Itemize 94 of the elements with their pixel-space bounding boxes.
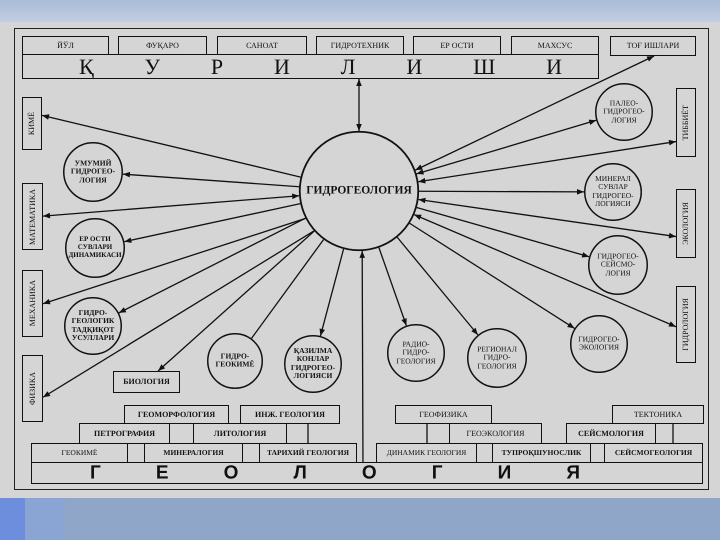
- category-label: ЛИТОЛОГИЯ: [214, 430, 266, 438]
- banner-box: [31, 462, 703, 484]
- arrow: [414, 55, 654, 171]
- arrow: [416, 120, 596, 175]
- category-box: [511, 36, 599, 55]
- connector-line: [307, 424, 309, 443]
- category-label: МАХСУС: [538, 42, 572, 50]
- category-label: ТОҒ ИШЛАРИ: [626, 42, 680, 50]
- category-label: ГЕОЭКОЛОГИЯ: [466, 430, 525, 438]
- subject-box: [22, 355, 43, 422]
- topic-circle: [584, 163, 642, 221]
- category-box: [259, 443, 357, 463]
- arrow: [118, 218, 306, 314]
- category-box: [395, 405, 492, 424]
- subject-box: [676, 286, 696, 363]
- category-box: [604, 443, 703, 463]
- arrow: [409, 222, 575, 329]
- category-box: [316, 36, 404, 55]
- category-box: [492, 443, 591, 463]
- banner-box: [22, 54, 599, 79]
- category-box: [449, 423, 542, 444]
- category-label: ФУҚАРО: [146, 42, 179, 50]
- category-label: ЕР ОСТИ: [440, 42, 474, 50]
- topic-circle: [64, 297, 122, 355]
- category-label: ЙЎЛ: [57, 42, 74, 50]
- topic-circle: [570, 315, 628, 373]
- central-title: ГИДРОГЕОЛОГИЯ: [305, 184, 413, 198]
- topic-circle: [595, 83, 653, 141]
- topic-circle: [284, 335, 342, 393]
- category-label: ТЕКТОНИКА: [634, 410, 682, 418]
- subject-label: ГИДРОЛОГИЯ: [682, 298, 690, 351]
- arrow: [42, 194, 300, 218]
- category-box: [217, 36, 307, 55]
- arrow: [356, 79, 362, 131]
- subject-label: МАТЕМАТИКА: [28, 188, 36, 244]
- category-label: ПЕТРОГРАФИЯ: [94, 430, 156, 438]
- arrow: [378, 247, 407, 326]
- arrow: [418, 198, 676, 238]
- connector-line: [426, 424, 428, 443]
- topic-circle: [588, 235, 648, 295]
- category-box: [612, 405, 704, 424]
- arrow: [396, 236, 478, 336]
- subject-box: [22, 270, 43, 337]
- category-label: ГЕОМОРФОЛОГИЯ: [138, 410, 216, 418]
- banner-title: Қ У Р И Л И Ш И: [79, 56, 562, 78]
- category-box: [22, 36, 109, 55]
- central-circle: [299, 131, 419, 251]
- category-label: САНОАТ: [246, 42, 278, 50]
- category-box: [79, 423, 170, 444]
- arrow: [124, 203, 300, 243]
- subject-box: [22, 97, 42, 150]
- category-box: [113, 371, 180, 393]
- category-label: ГИДРОТЕХНИК: [330, 42, 390, 50]
- category-box: [193, 423, 287, 444]
- category-box: [566, 423, 656, 444]
- arrow: [42, 114, 301, 178]
- category-box: [124, 405, 229, 424]
- category-box: [144, 443, 243, 463]
- arrow: [122, 172, 300, 188]
- subject-label: МЕХАНИКА: [28, 280, 36, 327]
- category-label: БИОЛОГИЯ: [123, 378, 170, 386]
- arrow: [359, 250, 366, 462]
- connector-line: [250, 239, 324, 339]
- subject-label: ТИББИЁТ: [682, 104, 690, 140]
- topic-circle: [63, 142, 123, 202]
- subject-box: [676, 189, 696, 258]
- banner-title: Г Е О Л О Г И Я: [90, 464, 580, 482]
- arrow: [414, 214, 676, 328]
- category-box: [610, 36, 696, 56]
- connector-line: [672, 424, 674, 443]
- arrow: [42, 230, 314, 398]
- arrow: [418, 140, 676, 184]
- category-label: СЕЙСМОЛОГИЯ: [578, 430, 644, 438]
- topic-circle: [65, 218, 125, 278]
- topic-circle: [467, 328, 527, 388]
- subject-box: [676, 88, 696, 157]
- topic-circle: [387, 324, 445, 382]
- category-box: [118, 36, 207, 55]
- category-label: ГЕОФИЗИКА: [419, 410, 468, 418]
- subject-label: КИМЁ: [28, 112, 36, 136]
- category-box: [31, 443, 128, 463]
- topic-circle: [207, 333, 263, 389]
- arrow: [158, 230, 315, 372]
- arrow: [416, 206, 590, 258]
- category-label: ИНЖ. ГЕОЛОГИЯ: [255, 410, 325, 418]
- arrow: [42, 218, 306, 304]
- category-box: [240, 405, 340, 424]
- category-box: [413, 36, 501, 55]
- arrow: [320, 248, 344, 336]
- subject-box: [22, 183, 43, 250]
- category-box: [376, 443, 477, 463]
- subject-label: ЭКОЛОГИЯ: [682, 202, 690, 245]
- subject-label: ФИЗИКА: [28, 372, 36, 405]
- arrow: [419, 189, 584, 195]
